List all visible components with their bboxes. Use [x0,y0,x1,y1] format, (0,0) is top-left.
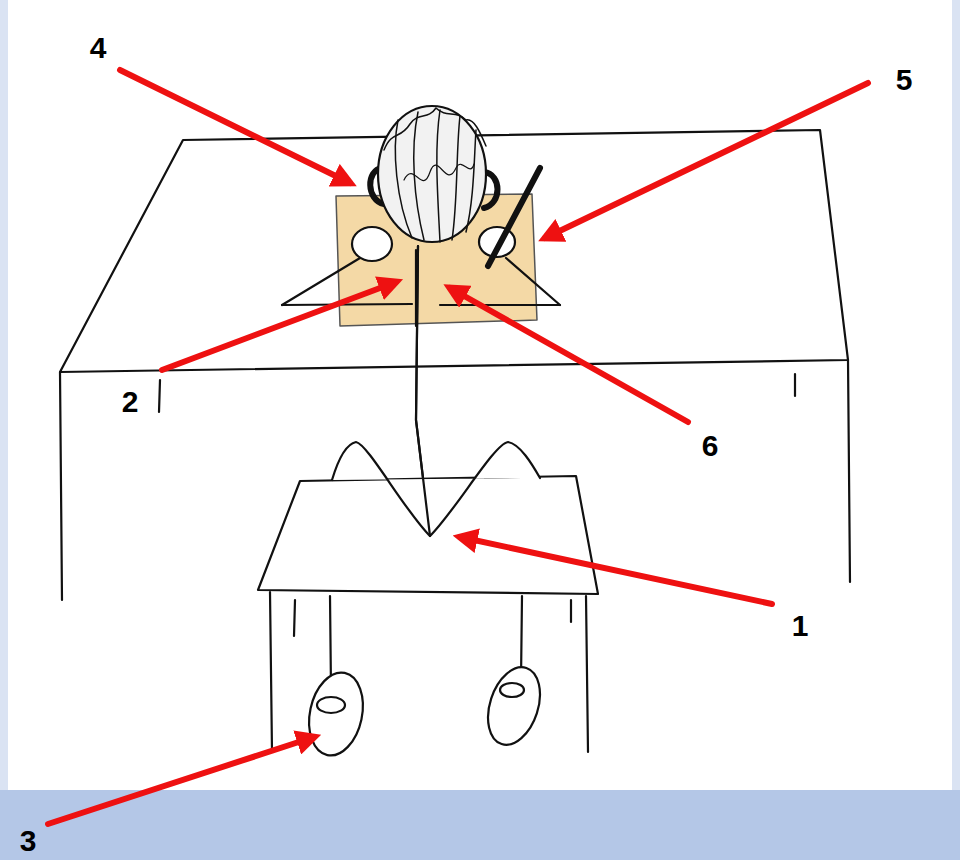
callout-number: 5 [896,65,913,95]
callout-number: 4 [90,33,107,63]
hair-curls [384,108,486,150]
leader-arrow [162,282,396,370]
foot [302,668,370,761]
toe [317,697,345,713]
right-arm [440,304,560,306]
legs [332,442,540,536]
chair-leg [570,600,572,622]
chair-leg [294,600,295,636]
desk-leg [159,380,160,412]
hair-stroke [437,110,440,242]
leader-arrow [545,83,868,238]
callout-number: 2 [122,387,139,417]
desk-leg [794,374,796,396]
right-arm [506,258,560,305]
body-line [416,246,430,536]
callout-number: 1 [792,611,809,641]
foot [479,661,549,752]
sketch [60,106,850,760]
left-hand [352,227,392,261]
bottom-band [0,790,960,860]
hair-stroke [395,120,412,238]
callout-arrows [48,70,868,824]
left-arm [282,304,412,305]
callout-number: 3 [20,826,37,856]
chair-leg [270,592,272,752]
head [378,106,486,242]
white-panel [8,0,952,790]
desk-leg [60,372,62,600]
hair-curls [404,164,474,181]
leader-arrow [450,288,688,422]
callout-number: 6 [702,431,719,461]
leader-arrow [48,737,314,824]
hair-stroke [452,116,460,240]
chair-leg [586,596,588,752]
leader-arrow [460,537,772,604]
desk-leg [848,360,850,582]
hair-stroke [466,130,476,232]
toe [500,683,524,697]
leader-arrow [120,70,350,183]
